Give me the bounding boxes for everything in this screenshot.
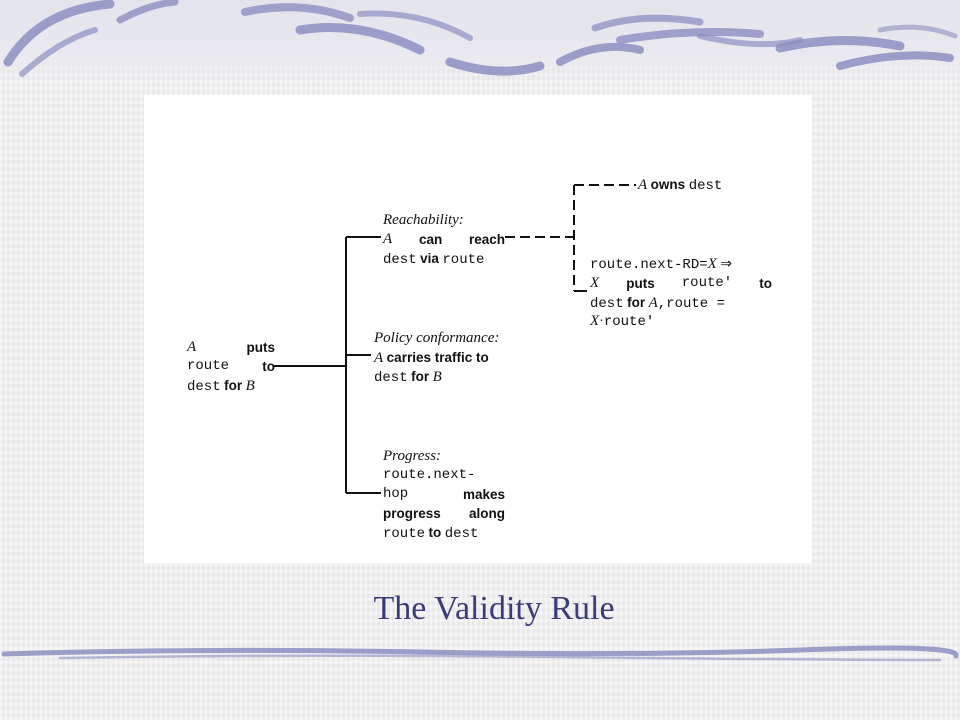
progress-heading: Progress: bbox=[383, 448, 442, 464]
reachability-heading: Reachability: bbox=[383, 212, 464, 228]
policy-conformance-node: Policy conformance: A carries traffic to… bbox=[374, 329, 524, 386]
bottom-brush-rule bbox=[1, 645, 959, 662]
slide-title: The Validity Rule bbox=[373, 590, 615, 627]
policy-heading: Policy conformance: bbox=[374, 330, 500, 346]
owns-node: A owns dest bbox=[638, 177, 723, 194]
tree-connectors bbox=[274, 184, 636, 494]
implies-arrow: ⇒ bbox=[720, 257, 733, 272]
brush-stroke-decoration bbox=[3, 0, 958, 77]
